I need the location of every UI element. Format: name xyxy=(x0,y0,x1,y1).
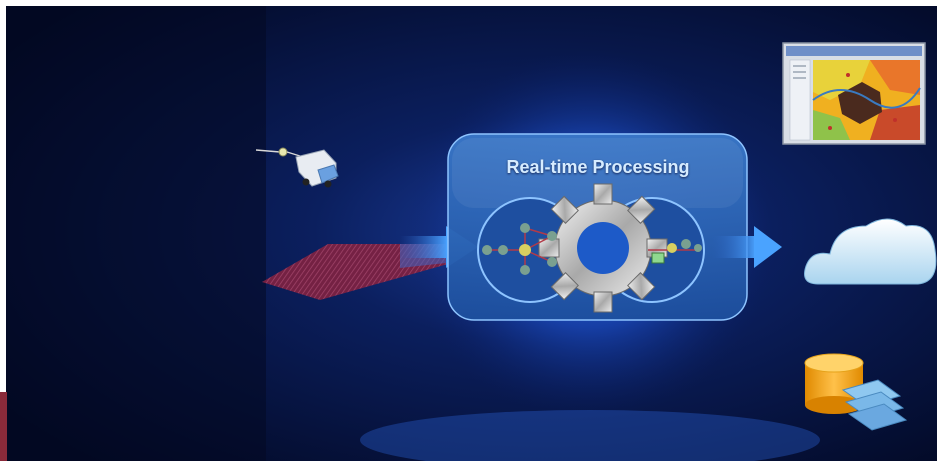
truck-icon xyxy=(255,147,339,188)
database-icon xyxy=(804,353,908,431)
output-arrow xyxy=(712,226,782,268)
processing-box xyxy=(447,133,748,321)
cloud-icon xyxy=(804,218,937,285)
processing-title: Real-time Processing xyxy=(506,157,690,177)
node-network-icon xyxy=(482,223,557,275)
map-window-icon xyxy=(782,42,926,145)
output-network-icon xyxy=(648,239,702,264)
gear-icon xyxy=(538,183,668,313)
